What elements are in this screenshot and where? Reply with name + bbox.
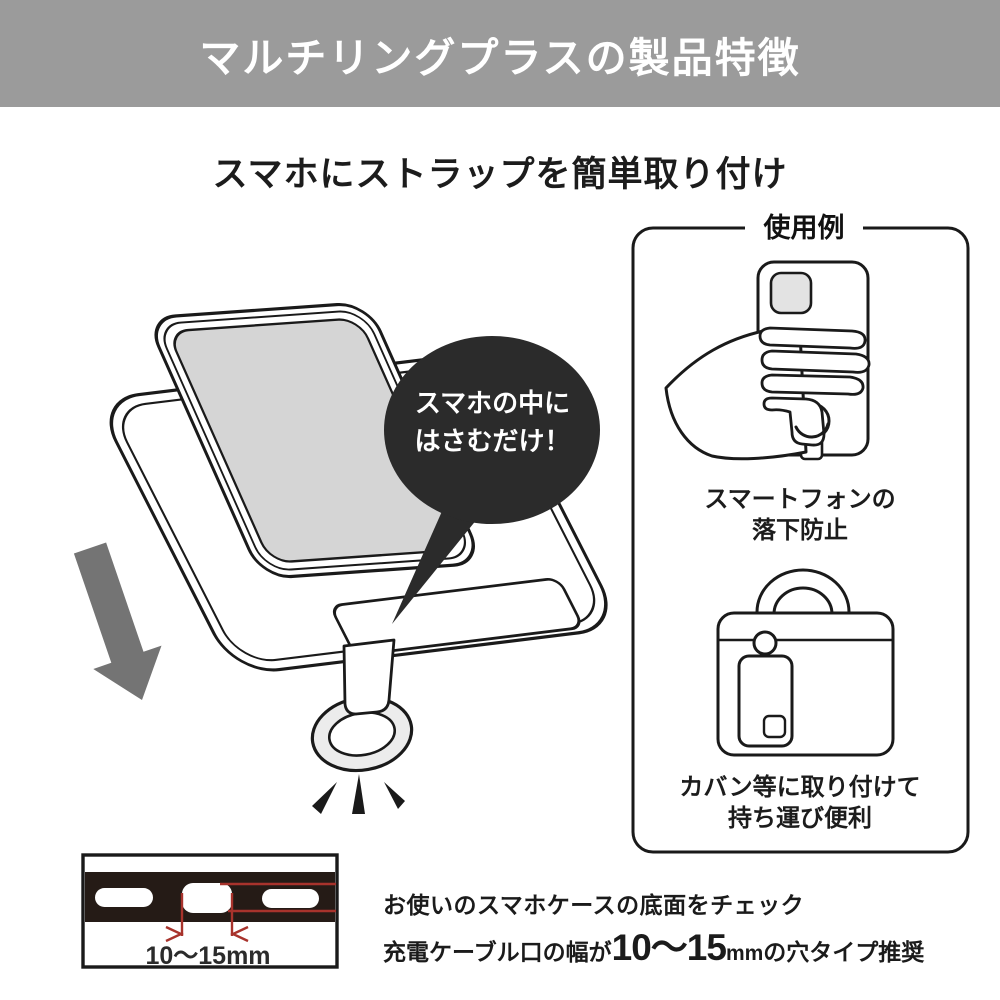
tag-hole [762, 714, 787, 739]
usage-caption-phone: スマートフォンの 落下防止 [640, 484, 960, 546]
usage-caption-bag: カバン等に取り付けて 持ち運び便利 [640, 772, 960, 834]
size-note-line1: お使いのスマホケースの底面をチェック [383, 892, 805, 918]
section-title: スマホにストラップを簡単取り付け [212, 155, 788, 194]
ring-front-arc [794, 422, 830, 439]
case-bottom-diagram [81, 853, 339, 969]
bubble-line-1: スマホの中に [414, 388, 571, 418]
hole-left [95, 888, 153, 907]
speech-bubble [384, 336, 600, 624]
note2-suffix: の穴タイプ推奨 [763, 939, 925, 965]
insert-arrow-icon [73, 542, 162, 700]
measure-lines [165, 882, 336, 943]
bubble-line-2: はさむだけ！ [414, 426, 571, 456]
measure-arrow-left [165, 925, 184, 943]
camera-square [769, 271, 813, 315]
hand [664, 328, 808, 461]
hole-right [262, 889, 319, 908]
strap-card [332, 578, 581, 656]
size-note-line2: 充電ケーブル口の幅が10〜15mmの穴タイプ推奨 [383, 917, 924, 971]
finger-4 [762, 396, 826, 447]
bag-illustration [716, 568, 895, 757]
strap-tab [342, 638, 396, 716]
usage-caption-bag-line1: カバン等に取り付けて [679, 774, 921, 801]
usage-box-label: 使用例 [745, 209, 863, 247]
hole-center [182, 883, 232, 913]
tag-ring [752, 630, 778, 656]
header-band: マルチリングプラスの製品特徴 [0, 0, 1000, 107]
hand-phone-illustration [664, 260, 871, 461]
emphasis-marks-icon [312, 774, 405, 814]
note2-unit: mm [725, 942, 764, 965]
finger-3 [760, 373, 865, 396]
note2-prefix: 充電ケーブル口の幅が [383, 939, 612, 965]
note2-size-value: 10〜15 [611, 927, 727, 968]
page-title: マルチリングプラスの製品特徴 [199, 34, 801, 81]
finger-2 [760, 349, 871, 374]
usage-caption-phone-line1: スマートフォンの [704, 486, 896, 513]
finger-1 [758, 326, 867, 350]
measure-arrow-right [230, 925, 249, 943]
usage-caption-bag-line2: 持ち運び便利 [728, 805, 872, 832]
speech-bubble-text: スマホの中に はさむだけ！ [390, 384, 595, 460]
usage-caption-phone-line2: 落下防止 [752, 517, 848, 544]
dimension-label: 10〜15mm [145, 942, 271, 970]
